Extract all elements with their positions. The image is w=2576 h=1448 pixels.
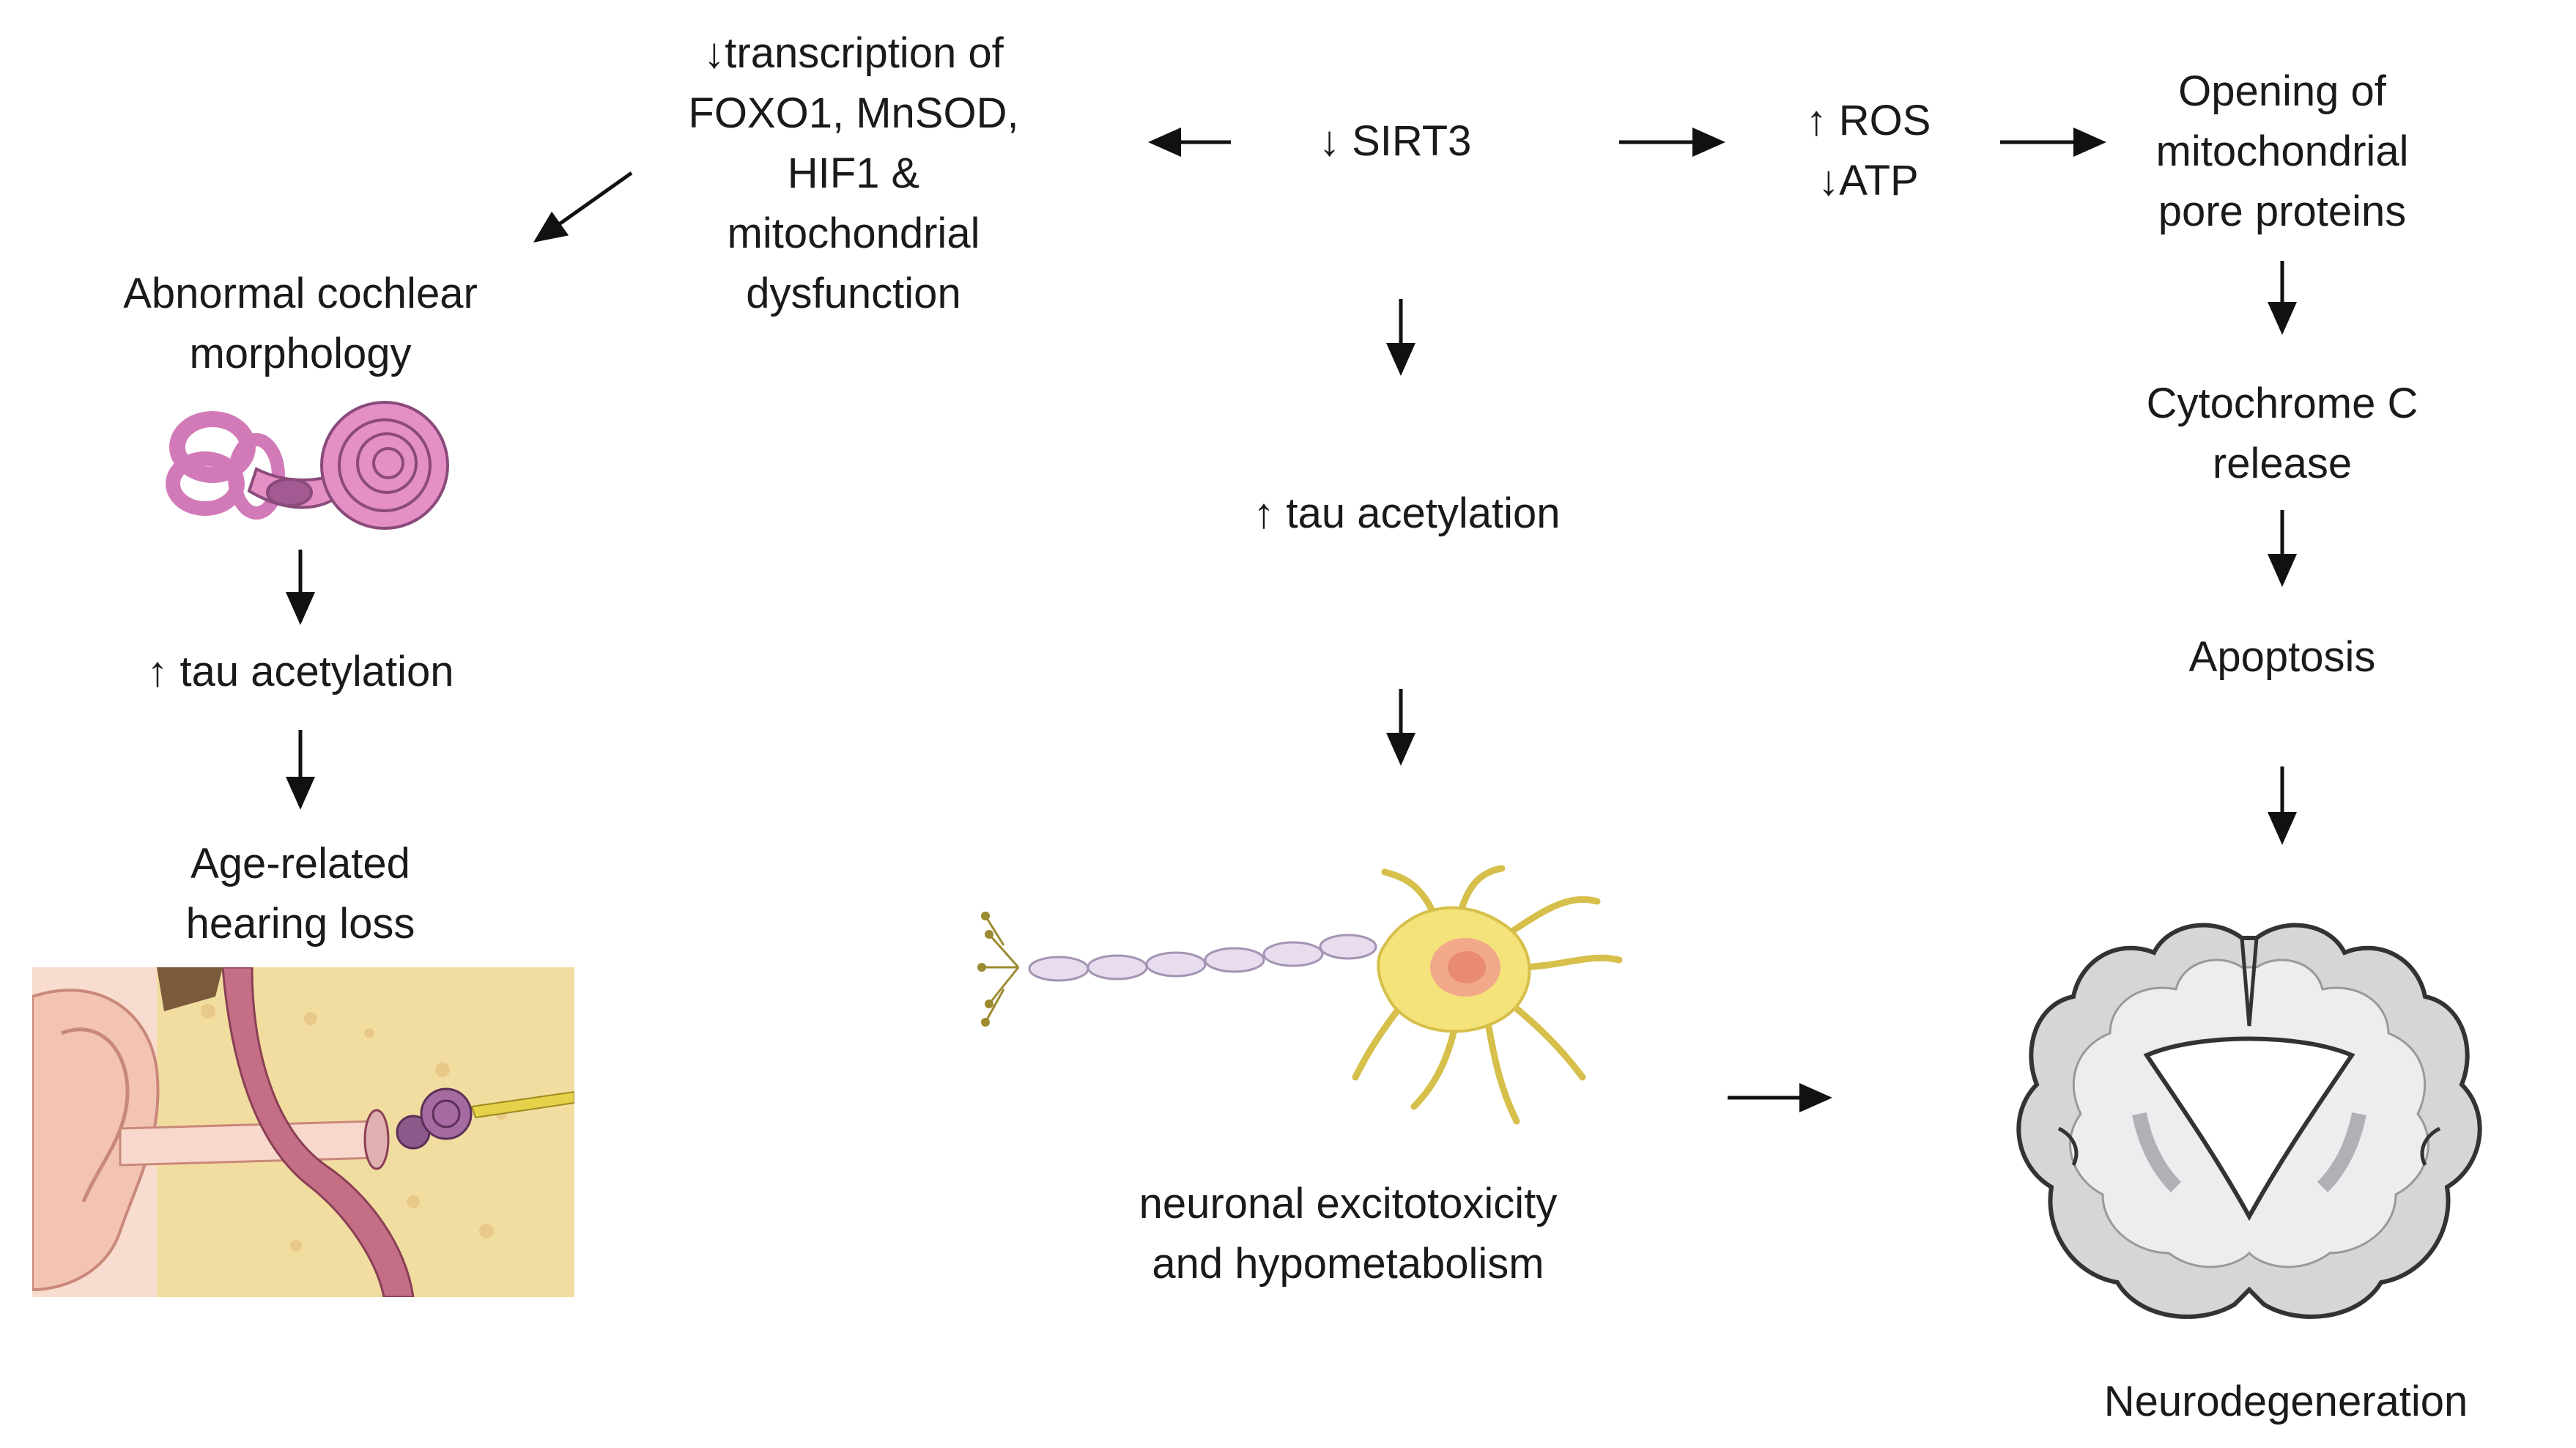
hearing-loss-label: Age-related hearing loss	[95, 834, 506, 954]
atp-line: ↓ATP	[1818, 157, 1919, 204]
neuron-icon	[977, 865, 1623, 1125]
cochlea-icon	[166, 401, 449, 530]
cytochrome-line: Cytochrome C	[2146, 380, 2418, 427]
transcription-line: FOXO1, MnSOD,	[688, 89, 1019, 137]
transcription-line: HIF1 &	[787, 149, 920, 197]
tau-acetylation-center-label: ↑ tau acetylation	[1253, 490, 1561, 537]
apoptosis-label: Apoptosis	[2188, 633, 2376, 681]
ros-line: ↑ ROS	[1805, 97, 1931, 144]
cochlear-line: Abnormal cochlear	[123, 270, 478, 317]
transcription-label: ↓transcription of FOXO1, MnSOD, HIF1 & m…	[663, 23, 1044, 324]
cytochrome-line: release	[2212, 440, 2353, 487]
brain-section-icon	[2016, 923, 2482, 1319]
cochlear-label: Abnormal cochlear morphology	[95, 264, 506, 384]
tau-acetylation-left-label: ↑ tau acetylation	[147, 648, 454, 695]
hearing-loss-line: hearing loss	[185, 900, 415, 948]
pore-line: mitochondrial	[2155, 128, 2409, 175]
transcription-line: ↓transcription of	[703, 29, 1004, 77]
ros-atp-label: ↑ ROS ↓ATP	[1780, 91, 1956, 211]
excitotoxicity-line: neuronal excitotoxicity	[1139, 1180, 1558, 1227]
transcription-line: dysfunction	[746, 270, 961, 317]
pore-label: Opening of mitochondrial pore proteins	[2117, 62, 2447, 242]
hearing-loss-line: Age-related	[190, 840, 410, 887]
excitotoxicity-line: and hypometabolism	[1152, 1240, 1544, 1288]
sirt3-label: ↓ SIRT3	[1319, 117, 1472, 165]
pore-line: pore proteins	[2158, 188, 2407, 235]
arrow-transcription-to-cochlear	[533, 171, 633, 243]
transcription-line: mitochondrial	[727, 210, 980, 257]
cytochrome-label: Cytochrome C release	[2117, 374, 2447, 494]
ear-anatomy-icon	[32, 967, 574, 1297]
neurodegeneration-label: Neurodegeneration	[2103, 1378, 2468, 1425]
cochlear-line: morphology	[189, 330, 412, 377]
pore-line: Opening of	[2178, 67, 2386, 115]
excitotoxicity-label: neuronal excitotoxicity and hypometaboli…	[1099, 1174, 1597, 1294]
